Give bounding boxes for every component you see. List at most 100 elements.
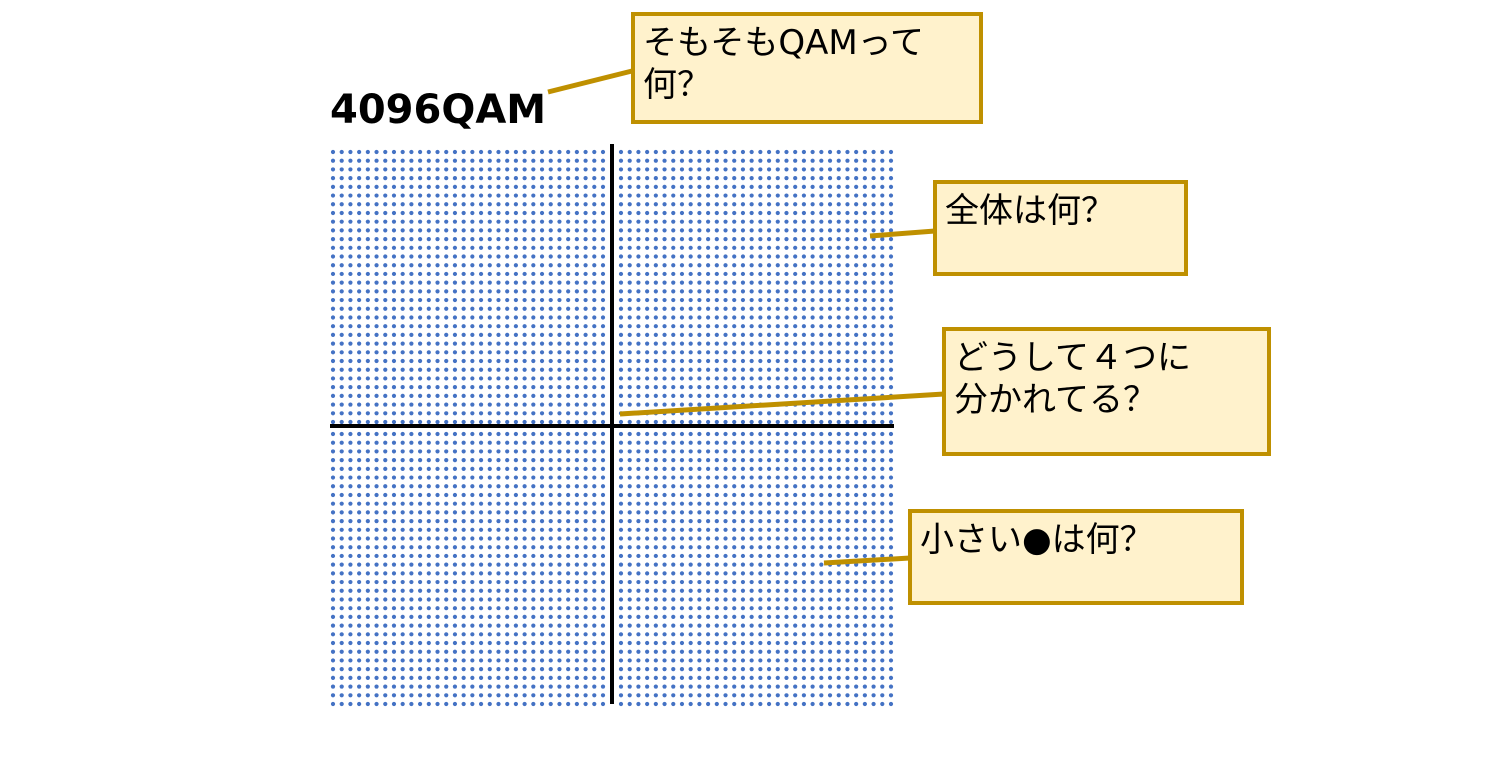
constellation-point bbox=[645, 562, 650, 567]
constellation-point bbox=[671, 449, 676, 454]
constellation-point bbox=[522, 306, 527, 311]
constellation-point bbox=[522, 588, 527, 593]
constellation-point bbox=[583, 350, 588, 355]
constellation-point bbox=[636, 571, 641, 576]
constellation-point bbox=[365, 536, 370, 541]
constellation-point bbox=[496, 297, 501, 303]
constellation-point bbox=[766, 324, 772, 329]
constellation-point bbox=[732, 158, 737, 163]
constellation-point bbox=[383, 484, 388, 489]
constellation-point bbox=[819, 167, 824, 172]
constellation-point bbox=[513, 158, 519, 163]
constellation-point bbox=[391, 562, 397, 567]
constellation-point bbox=[845, 492, 850, 498]
constellation-point bbox=[819, 614, 824, 620]
constellation-point bbox=[409, 393, 414, 398]
constellation-point bbox=[444, 297, 449, 303]
constellation-point bbox=[880, 545, 885, 550]
constellation-point bbox=[539, 367, 545, 372]
constellation-point bbox=[749, 623, 754, 628]
constellation-point bbox=[714, 149, 719, 155]
constellation-point bbox=[409, 271, 414, 277]
constellation-point bbox=[706, 167, 711, 172]
constellation-point bbox=[348, 254, 353, 259]
constellation-point bbox=[836, 519, 841, 524]
constellation-point bbox=[357, 701, 362, 707]
constellation-point bbox=[880, 579, 885, 585]
constellation-point bbox=[365, 431, 370, 437]
constellation-point bbox=[836, 350, 841, 355]
constellation-point bbox=[383, 562, 388, 567]
constellation-point bbox=[444, 158, 449, 163]
constellation-point bbox=[653, 358, 658, 364]
constellation-point bbox=[435, 324, 440, 329]
constellation-point bbox=[706, 184, 711, 189]
constellation-point bbox=[435, 280, 440, 285]
constellation-point bbox=[845, 449, 850, 454]
constellation-point bbox=[409, 649, 414, 654]
constellation-point bbox=[574, 184, 579, 189]
constellation-point bbox=[740, 640, 746, 646]
constellation-point bbox=[426, 527, 431, 532]
constellation-point bbox=[845, 245, 850, 250]
constellation-point bbox=[819, 210, 824, 216]
constellation-point bbox=[548, 158, 553, 163]
constellation-point bbox=[452, 341, 458, 346]
constellation-point bbox=[627, 176, 632, 181]
constellation-point bbox=[854, 271, 859, 277]
constellation-point bbox=[740, 367, 746, 372]
constellation-point bbox=[452, 632, 458, 637]
constellation-point bbox=[827, 271, 833, 277]
constellation-point bbox=[444, 527, 449, 532]
constellation-point bbox=[636, 315, 641, 320]
constellation-point bbox=[627, 263, 632, 268]
constellation-point bbox=[636, 614, 641, 620]
constellation-point bbox=[732, 210, 737, 216]
constellation-point bbox=[531, 184, 536, 189]
constellation-point bbox=[583, 254, 588, 259]
constellation-point bbox=[452, 519, 458, 524]
constellation-point bbox=[330, 193, 336, 198]
constellation-point bbox=[539, 431, 545, 437]
constellation-point bbox=[330, 562, 336, 567]
constellation-point bbox=[836, 176, 841, 181]
constellation-point bbox=[706, 588, 711, 593]
constellation-point bbox=[845, 623, 850, 628]
constellation-point bbox=[357, 475, 362, 480]
constellation-point bbox=[880, 341, 885, 346]
constellation-point bbox=[505, 376, 510, 381]
constellation-point bbox=[418, 350, 423, 355]
constellation-point bbox=[714, 385, 719, 390]
constellation-point bbox=[671, 167, 676, 172]
constellation-point bbox=[653, 458, 658, 463]
constellation-point bbox=[531, 263, 536, 268]
constellation-point bbox=[679, 332, 685, 337]
constellation-point bbox=[583, 158, 588, 163]
constellation-point bbox=[522, 484, 527, 489]
constellation-point bbox=[862, 385, 867, 390]
constellation-point bbox=[706, 210, 711, 216]
constellation-point bbox=[566, 440, 571, 445]
constellation-point bbox=[531, 306, 536, 311]
constellation-point bbox=[888, 431, 894, 437]
constellation-point bbox=[470, 297, 475, 303]
constellation-point bbox=[348, 393, 353, 398]
constellation-point bbox=[706, 367, 711, 372]
constellation-point bbox=[871, 553, 876, 559]
constellation-point bbox=[714, 289, 719, 294]
constellation-point bbox=[827, 588, 833, 593]
constellation-point bbox=[854, 484, 859, 489]
constellation-point bbox=[862, 684, 867, 689]
constellation-point bbox=[758, 263, 763, 268]
constellation-point bbox=[435, 675, 440, 680]
constellation-point bbox=[391, 466, 397, 471]
constellation-point bbox=[505, 237, 510, 242]
constellation-point bbox=[662, 649, 667, 654]
constellation-point bbox=[819, 324, 824, 329]
constellation-point bbox=[365, 202, 370, 207]
constellation-point bbox=[383, 449, 388, 454]
constellation-point bbox=[574, 176, 579, 181]
constellation-point bbox=[732, 606, 737, 611]
constellation-point bbox=[784, 419, 789, 425]
constellation-point bbox=[330, 614, 336, 620]
